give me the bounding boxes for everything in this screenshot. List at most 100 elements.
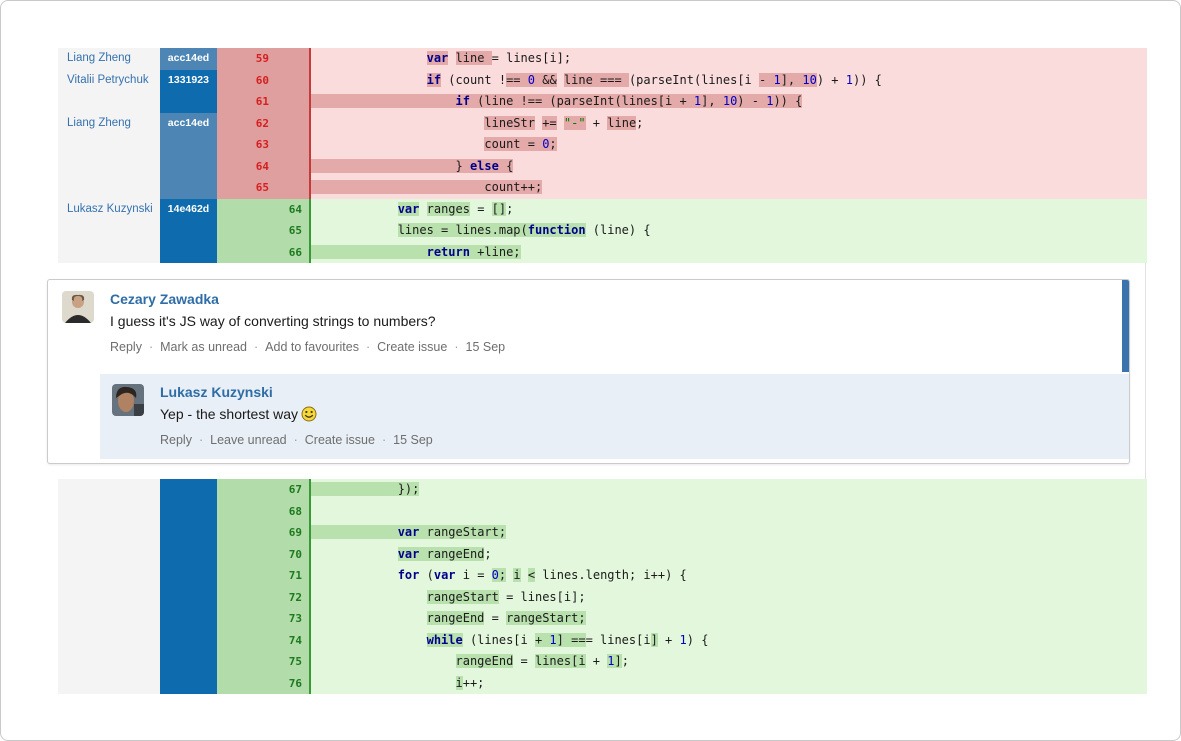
action-link-mark-as-unread[interactable]: Mark as unread: [160, 340, 247, 354]
action-link-add-to-favourites[interactable]: Add to favourites: [265, 340, 359, 354]
code-line[interactable]: i++;: [311, 672, 1147, 694]
code-text: while (lines[i + 1] === lines[i] + 1) {: [426, 632, 709, 647]
line-number-new[interactable]: 67: [288, 483, 302, 496]
code-line[interactable]: if (count !== 0 && line === (parseInt(li…: [311, 69, 1147, 91]
code-line[interactable]: if (line !== (parseInt(lines[i + 1], 10)…: [311, 91, 1147, 113]
line-number-old: [217, 479, 273, 501]
line-number-gutter: 75: [217, 651, 309, 673]
line-number-gutter: 64: [217, 155, 309, 177]
line-number-old[interactable]: 64: [255, 159, 269, 173]
line-number-new[interactable]: 76: [288, 676, 302, 690]
line-number-new[interactable]: 64: [288, 202, 302, 216]
line-number-gutter: 65: [217, 177, 309, 199]
code-line[interactable]: lines = lines.map(function (line) {: [311, 220, 1147, 242]
line-number-old: [217, 544, 273, 566]
diff-separator-line: [309, 586, 311, 608]
line-number-gutter: 59: [217, 48, 309, 70]
code-line[interactable]: for (var i = 0; i < lines.length; i++) {: [311, 565, 1147, 587]
line-number-old[interactable]: 60: [255, 73, 269, 87]
line-number-gutter: 62: [217, 112, 309, 134]
action-link-leave-unread[interactable]: Leave unread: [210, 433, 287, 447]
code-line[interactable]: var line = lines[i];: [311, 48, 1147, 70]
code-line[interactable]: var ranges = [];: [311, 198, 1147, 220]
comment-body: I guess it's JS way of converting string…: [110, 313, 436, 329]
code-text: });: [311, 482, 420, 496]
code-text: return +line;: [311, 244, 521, 259]
diff-separator-line: [309, 220, 311, 242]
action-separator: ·: [254, 340, 259, 354]
line-number-new[interactable]: 70: [288, 547, 302, 561]
code-line[interactable]: [311, 500, 1147, 522]
line-number-old: [217, 522, 273, 544]
line-number-new[interactable]: 68: [288, 504, 302, 518]
line-number-new: [273, 70, 309, 92]
commit-hash: [160, 651, 217, 673]
action-separator: ·: [454, 340, 459, 354]
code-text: i++;: [455, 675, 485, 690]
line-number-gutter: 65: [217, 220, 309, 242]
line-number-old[interactable]: 63: [255, 138, 269, 151]
line-number-old[interactable]: 59: [255, 52, 269, 65]
diff-separator-line: [309, 134, 311, 156]
diff-separator-line: [309, 177, 311, 199]
line-number-old[interactable]: 65: [255, 181, 269, 194]
diff-row: 73 rangeEnd = rangeStart;: [58, 608, 1147, 630]
code-text: } else {: [311, 158, 514, 173]
action-link-reply[interactable]: Reply: [160, 433, 192, 447]
action-link-create-issue[interactable]: Create issue: [304, 433, 375, 447]
action-link-create-issue[interactable]: Create issue: [377, 340, 448, 354]
commit-hash: [160, 500, 217, 522]
line-number-gutter: 66: [217, 241, 309, 263]
author-cell: [58, 241, 160, 263]
code-line[interactable]: } else {: [311, 155, 1147, 177]
commit-hash[interactable]: 14e462d: [160, 198, 217, 220]
line-number-new: [273, 91, 309, 113]
line-number-new[interactable]: 65: [288, 224, 302, 237]
commit-hash[interactable]: acc14ed: [160, 48, 217, 70]
commit-hash: [160, 177, 217, 199]
line-number-new[interactable]: 71: [288, 569, 302, 582]
comment-author[interactable]: Cezary Zawadka: [110, 291, 219, 307]
author-cell: Liang Zheng: [58, 48, 160, 70]
code-line[interactable]: var rangeEnd;: [311, 543, 1147, 565]
diff-block-bottom: 67 }); 68 69 var rangeStart; 70 var rangeEn…: [58, 479, 1147, 694]
commit-hash[interactable]: 1331923: [160, 69, 217, 91]
code-line[interactable]: var rangeStart;: [311, 522, 1147, 544]
author-cell: [58, 586, 160, 608]
code-line[interactable]: count++;: [311, 177, 1147, 199]
code-line[interactable]: lineStr += "-" + line;: [311, 112, 1147, 134]
code-line[interactable]: while (lines[i + 1] === lines[i] + 1) {: [311, 629, 1147, 651]
comment-date: 15 Sep: [465, 340, 506, 354]
diff-row: 71 for (var i = 0; i < lines.length; i++…: [58, 565, 1147, 587]
table-right-border: [1145, 263, 1146, 479]
line-number-old[interactable]: 61: [255, 95, 269, 108]
code-line[interactable]: });: [311, 479, 1147, 501]
line-number-old[interactable]: 62: [255, 116, 269, 130]
line-number-new[interactable]: 73: [288, 612, 302, 625]
code-line[interactable]: rangeEnd = lines[i + 1];: [311, 651, 1147, 673]
code-text: lines = lines.map(function (line) {: [397, 223, 651, 237]
line-number-gutter: 64: [217, 198, 309, 220]
code-line[interactable]: rangeEnd = rangeStart;: [311, 608, 1147, 630]
line-number-new[interactable]: 75: [288, 655, 302, 668]
author-cell: Lukasz Kuzynski: [58, 198, 160, 220]
line-number-new[interactable]: 74: [288, 633, 302, 647]
commit-hash[interactable]: acc14ed: [160, 112, 217, 134]
line-number-gutter: 68: [217, 500, 309, 522]
diff-separator-line: [309, 112, 311, 134]
diff-row: 63 count = 0;: [58, 134, 1147, 156]
comment-author[interactable]: Lukasz Kuzynski: [160, 384, 273, 400]
action-separator: ·: [365, 340, 371, 354]
line-number-gutter: 73: [217, 608, 309, 630]
diff-separator-line: [309, 91, 311, 113]
code-text: if (line !== (parseInt(lines[i + 1], 10)…: [311, 94, 803, 108]
action-separator: ·: [198, 433, 204, 447]
code-line[interactable]: count = 0;: [311, 134, 1147, 156]
line-number-new[interactable]: 69: [288, 526, 302, 539]
code-line[interactable]: return +line;: [311, 241, 1147, 263]
author-cell: [58, 672, 160, 694]
line-number-new[interactable]: 66: [288, 245, 302, 259]
code-line[interactable]: rangeStart = lines[i];: [311, 586, 1147, 608]
action-link-reply[interactable]: Reply: [110, 340, 142, 354]
line-number-new[interactable]: 72: [288, 590, 302, 604]
